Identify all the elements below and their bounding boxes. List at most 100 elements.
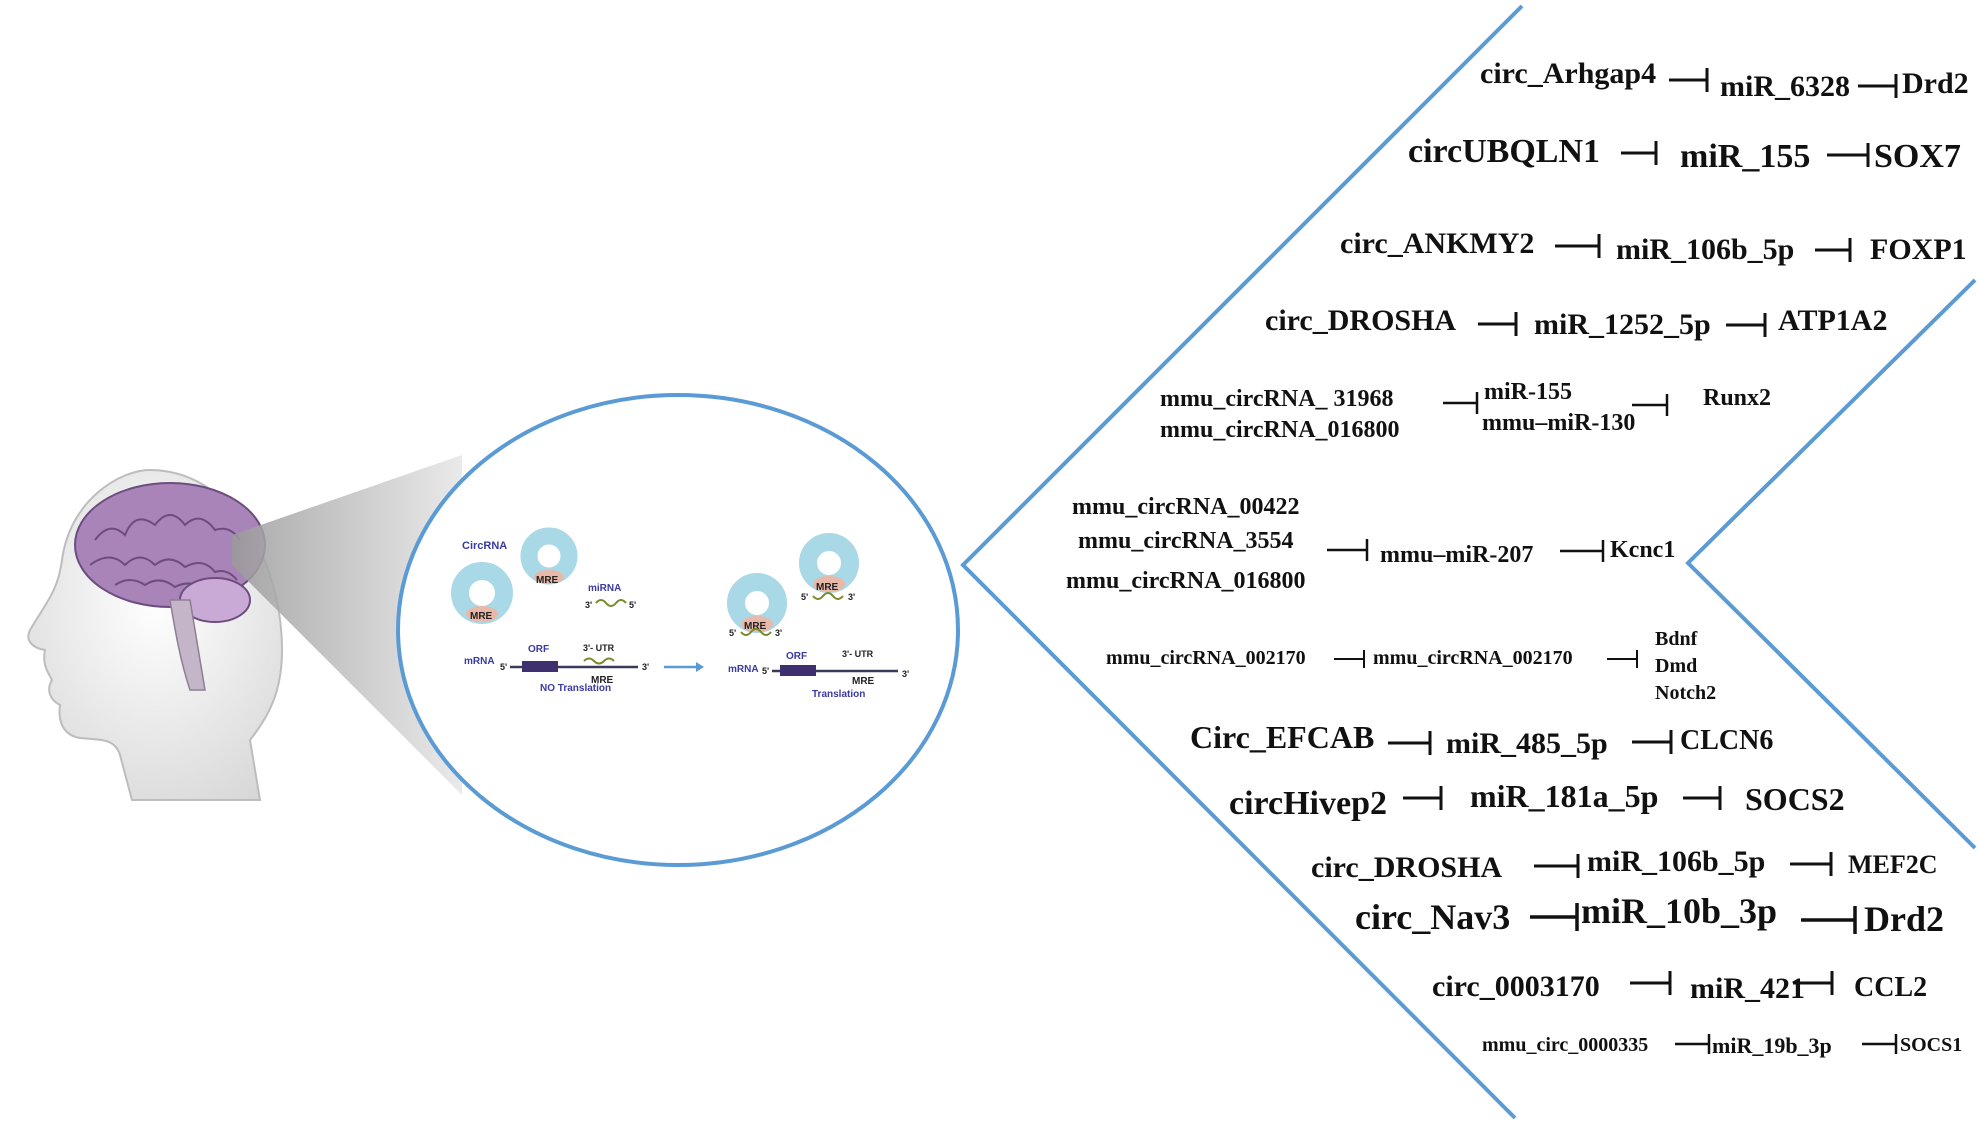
mre-label-2: MRE — [536, 575, 559, 586]
bracket-lines — [960, 4, 1977, 1120]
pathway-row: circ_0003170 miR_421 CCL2 — [1432, 970, 1927, 1005]
circrna-name: circ_Arhgap4 — [1480, 57, 1656, 90]
mirna-name: miR_10b_3p — [1581, 891, 1777, 931]
mirna-name: miR_19b_3p — [1712, 1033, 1832, 1058]
circrna-name: mmu_circRNA_002170 — [1106, 647, 1306, 669]
mechanism-panel: CircRNA MRE MRE miRNA 3' 5' mRNA ORF 3'-… — [396, 393, 960, 867]
mirna-bound-ring-1 — [740, 628, 772, 636]
pathway-row: mmu_circRNA_ 31968 mmu_circRNA_016800 mi… — [1160, 379, 1771, 443]
orf-label-left: ORF — [528, 644, 549, 655]
mirna-name: miR_155 — [1680, 138, 1810, 175]
mre-label-4: MRE — [816, 582, 839, 593]
pathway-row: circ_Arhgap4 miR_6328 Drd2 — [1480, 57, 1969, 103]
mirna-3prime: 3' — [585, 600, 592, 610]
circrna-name: mmu_circRNA_3554 — [1078, 528, 1294, 554]
circrna-name: circ_DROSHA — [1265, 304, 1456, 337]
pathway-row: circ_DROSHA miR_1252_5p ATP1A2 — [1265, 304, 1887, 341]
mre-label-mrna-right: MRE — [852, 676, 875, 687]
circrna-ring-icon — [520, 527, 578, 585]
translation-label: Translation — [812, 689, 865, 700]
mre-label-mrna-left: MRE — [591, 675, 614, 686]
target-gene: Drd2 — [1864, 899, 1944, 939]
circrna-ring-icon — [799, 533, 859, 593]
target-gene: Kcnc1 — [1610, 537, 1675, 563]
arrow-icon — [664, 662, 704, 672]
bound-3prime-1: 3' — [775, 628, 782, 638]
target-gene: Dmd — [1655, 655, 1697, 677]
mirna-name: miR_421 — [1690, 972, 1805, 1005]
circrna-name: circ_DROSHA — [1311, 851, 1502, 884]
mrna-5prime-left: 5' — [500, 662, 507, 672]
utr-label-right: 3'- UTR — [842, 649, 874, 659]
pathway-row: circHivep2 miR_181a_5p SOCS2 — [1229, 778, 1845, 822]
mirna-name: miR_1252_5p — [1534, 308, 1711, 341]
circrna-name: circ_Nav3 — [1355, 897, 1510, 937]
circrna-name: circ_0003170 — [1432, 970, 1600, 1003]
pathway-row: Circ_EFCAB miR_485_5p CLCN6 — [1190, 719, 1773, 760]
mirna-name: miR_106b_5p — [1587, 845, 1765, 878]
target-gene: CLCN6 — [1680, 725, 1773, 756]
brain-icon — [74, 482, 266, 691]
circrna-name: mmu_circRNA_016800 — [1160, 417, 1400, 443]
circrna-name: circHivep2 — [1229, 785, 1387, 822]
pathway-row: mmu_circ_0000335 miR_19b_3p SOCS1 — [1482, 1033, 1962, 1058]
mirna-name: miR_181a_5p — [1470, 778, 1658, 814]
mre-label-1: MRE — [470, 611, 493, 622]
target-gene: SOX7 — [1874, 138, 1961, 175]
pathway-row: mmu_circRNA_002170 mmu_circRNA_002170 Bd… — [1106, 628, 1716, 704]
target-gene: ATP1A2 — [1778, 304, 1887, 337]
circrna-name: mmu_circRNA_00422 — [1072, 494, 1300, 520]
mirna-name: miR_106b_5p — [1616, 233, 1794, 266]
orf-box-left — [522, 661, 558, 672]
mrna-label-left: mRNA — [464, 656, 495, 667]
pathway-row: circUBQLN1 miR_155 SOX7 — [1408, 133, 1961, 175]
mirna-name: miR_6328 — [1720, 70, 1850, 103]
target-gene: Runx2 — [1703, 385, 1771, 411]
mirna-5prime: 5' — [629, 600, 636, 610]
pathway-list: circ_Arhgap4 miR_6328 Drd2 circUBQLN1 mi… — [1066, 57, 1969, 1058]
mrna-3prime-right: 3' — [902, 669, 909, 679]
circrna-name: mmu_circRNA_ 31968 — [1160, 386, 1394, 412]
mirna-strand — [595, 599, 627, 607]
circrna-label: CircRNA — [462, 540, 507, 552]
orf-label-right: ORF — [786, 651, 807, 662]
mre-label-3: MRE — [744, 621, 767, 632]
mirna-name: miR_485_5p — [1446, 727, 1608, 760]
bound-5prime-2: 5' — [801, 592, 808, 602]
circrna-ring-icon — [727, 573, 787, 633]
target-gene: CCL2 — [1854, 972, 1927, 1003]
mirna-name: miR-155 — [1484, 379, 1572, 405]
circrna-name: mmu_circRNA_016800 — [1066, 568, 1306, 594]
mirna-bound-ring-2 — [812, 592, 844, 600]
mrna-5prime-right: 5' — [762, 666, 769, 676]
pathway-row: circ_Nav3 miR_10b_3p Drd2 — [1355, 891, 1944, 939]
target-gene: SOCS1 — [1900, 1034, 1962, 1056]
circrna-name: circUBQLN1 — [1408, 133, 1600, 170]
circrna-ring-icon — [451, 562, 513, 624]
target-gene: Bdnf — [1655, 628, 1698, 650]
pathway-row: mmu_circRNA_00422 mmu_circRNA_3554 mmu_c… — [1066, 494, 1675, 594]
mrna-3prime-left: 3' — [642, 662, 649, 672]
mirna-bound-left — [583, 657, 615, 665]
no-translation-label: NO Translation — [540, 683, 611, 694]
mrna-label-right: mRNA — [728, 664, 759, 675]
mirna-label: miRNA — [588, 583, 621, 594]
pathway-row: circ_DROSHA miR_106b_5p MEF2C — [1311, 845, 1938, 884]
pathway-row: circ_ANKMY2 miR_106b_5p FOXP1 — [1340, 227, 1967, 266]
target-gene: Drd2 — [1902, 67, 1969, 100]
bound-3prime-2: 3' — [848, 592, 855, 602]
circrna-name: mmu_circ_0000335 — [1482, 1034, 1648, 1056]
zoom-cone — [232, 455, 462, 795]
utr-label-left: 3'- UTR — [583, 643, 615, 653]
mirna-name: mmu–miR-130 — [1482, 410, 1635, 436]
target-gene: Notch2 — [1655, 682, 1716, 704]
target-gene: FOXP1 — [1870, 233, 1967, 266]
circrna-name: Circ_EFCAB — [1190, 719, 1374, 755]
circrna-name: circ_ANKMY2 — [1340, 227, 1534, 260]
bound-5prime-1: 5' — [729, 628, 736, 638]
orf-box-right — [780, 665, 816, 676]
mirna-name: mmu–miR-207 — [1380, 542, 1533, 568]
target-gene: SOCS2 — [1745, 781, 1845, 817]
mirna-name: mmu_circRNA_002170 — [1373, 647, 1573, 669]
